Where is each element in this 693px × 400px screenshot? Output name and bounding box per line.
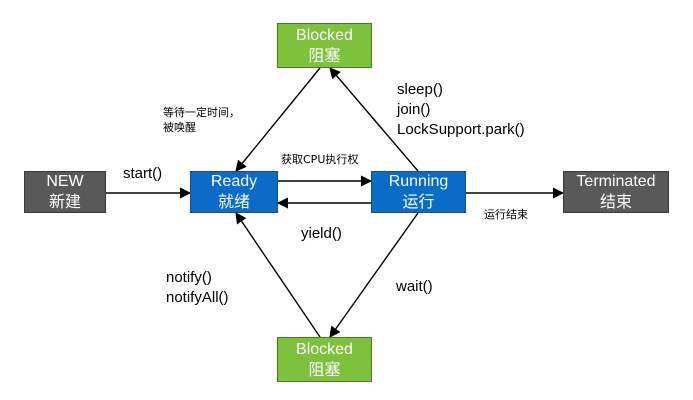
arrow-blocked-bottom-to-ready [235,212,321,338]
label-notify-all: notifyAll() [166,289,229,306]
node-blocked-top-zh: 阻塞 [308,45,341,65]
node-terminated-en: Terminated [576,173,656,190]
label-wait-time-line1: 等待一定时间， [163,106,240,119]
node-running-en: Running [388,173,449,190]
arrow-running-to-blocked-top [329,67,419,172]
label-join: join() [397,101,431,118]
label-wait: wait() [396,278,433,295]
label-park: LockSupport.park() [397,121,525,138]
label-get-cpu: 获取CPU执行权 [281,153,359,166]
node-ready: Ready 就绪 [190,171,278,213]
label-sleep: sleep() [397,81,443,98]
node-blocked-bottom: Blocked 阻塞 [277,337,372,382]
label-notify: notify() [166,269,212,286]
arrow-running-to-blocked-bottom [329,212,419,338]
node-blocked-top-en: Blocked [296,26,353,44]
node-ready-zh: 就绪 [217,192,250,211]
label-yield: yield() [301,225,342,242]
node-running: Running 运行 [371,171,466,213]
arrow-blocked-top-to-ready [235,67,321,172]
node-ready-en: Ready [210,173,258,190]
node-terminated: Terminated 结束 [563,171,669,213]
node-blocked-top: Blocked 阻塞 [277,23,372,68]
node-blocked-bottom-zh: 阻塞 [308,359,341,379]
node-blocked-bottom-en: Blocked [296,340,353,358]
label-finish: 运行结束 [484,208,528,221]
label-wait-time-line2: 被唤醒 [163,121,196,134]
node-running-zh: 运行 [402,192,435,211]
node-new: NEW 新建 [24,171,106,213]
node-new-en: NEW [46,173,84,190]
label-start: start() [123,165,163,182]
node-terminated-zh: 结束 [599,192,632,211]
node-new-zh: 新建 [48,192,81,211]
